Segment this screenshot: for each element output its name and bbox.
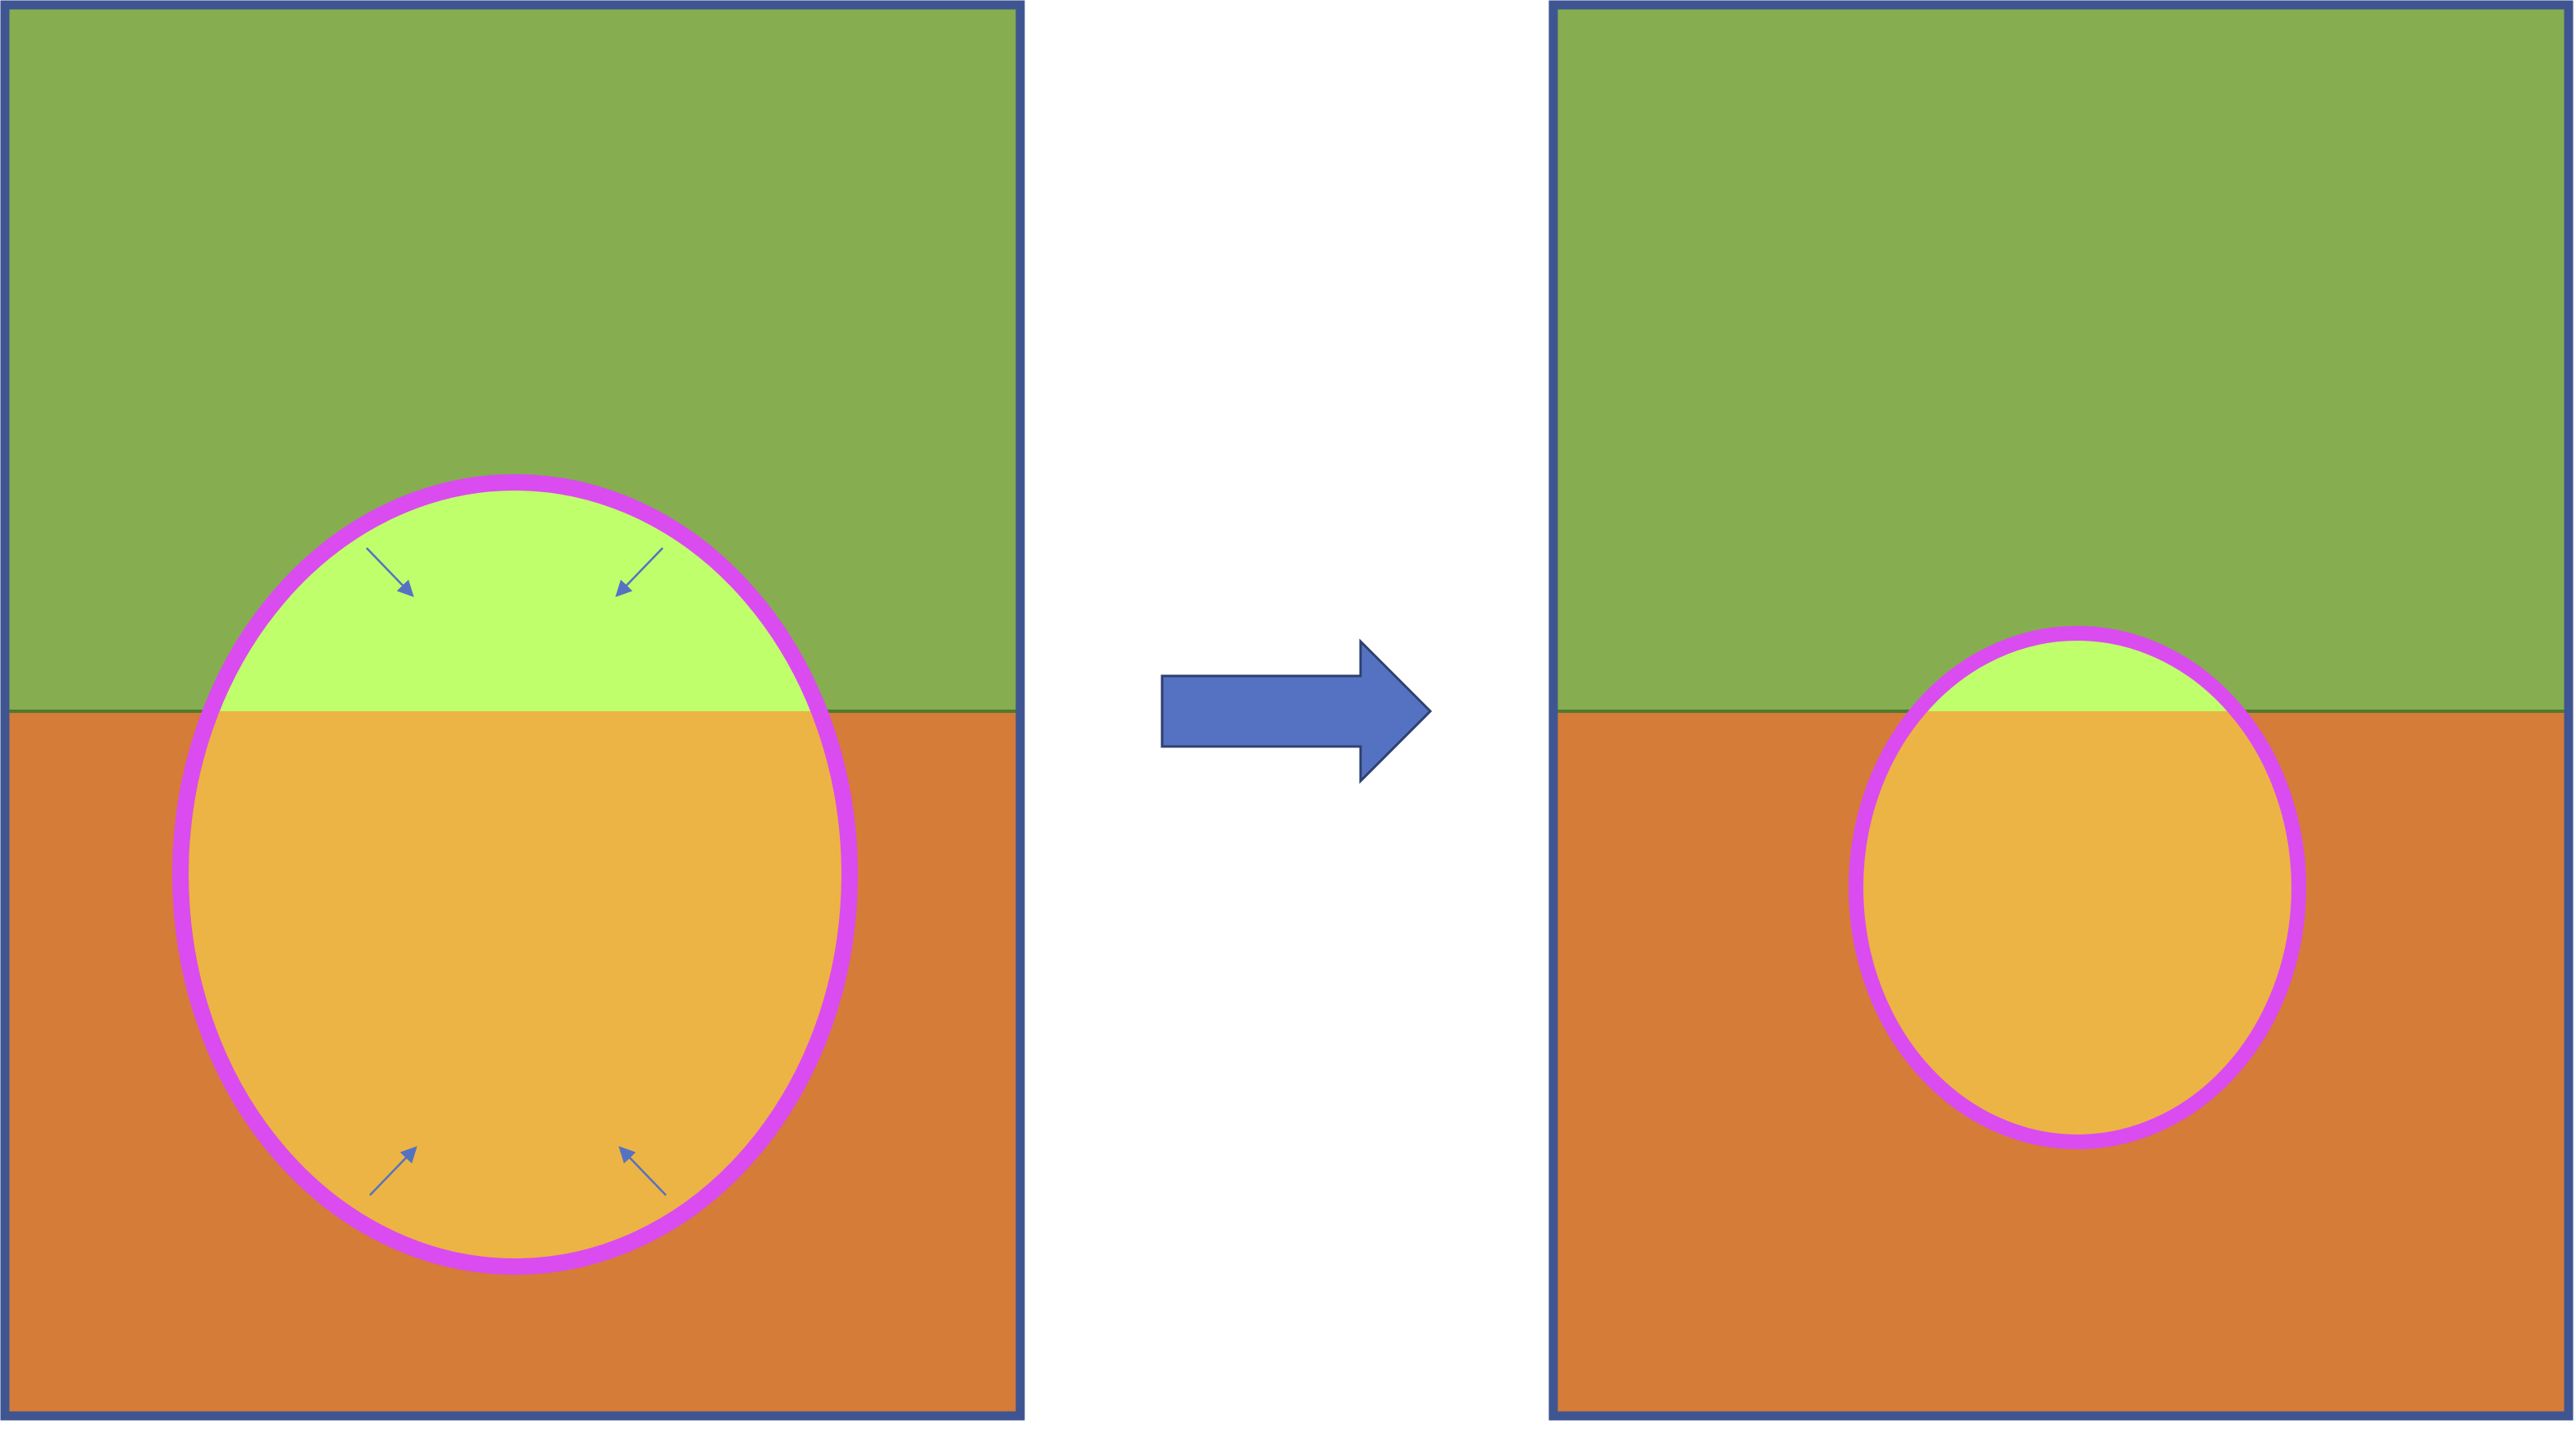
inward-arrow-icon (366, 547, 414, 597)
panel-frame (1548, 0, 2574, 1421)
panel-before (0, 0, 1025, 1421)
bubble-lower-region (1862, 711, 2292, 1135)
right-arrow-icon (1160, 638, 1433, 784)
bubble-outline (1849, 626, 2306, 1149)
panel-after (1548, 0, 2574, 1421)
shrink-arrows (366, 547, 667, 1196)
upper-layer (1553, 5, 2569, 711)
inward-arrow-icon (618, 1146, 667, 1196)
bubble-outline (172, 474, 858, 1275)
panel-frame (0, 0, 1025, 1421)
bubble (172, 474, 858, 1275)
inward-arrow-icon (369, 1146, 417, 1196)
inward-arrow-icon (615, 547, 663, 597)
